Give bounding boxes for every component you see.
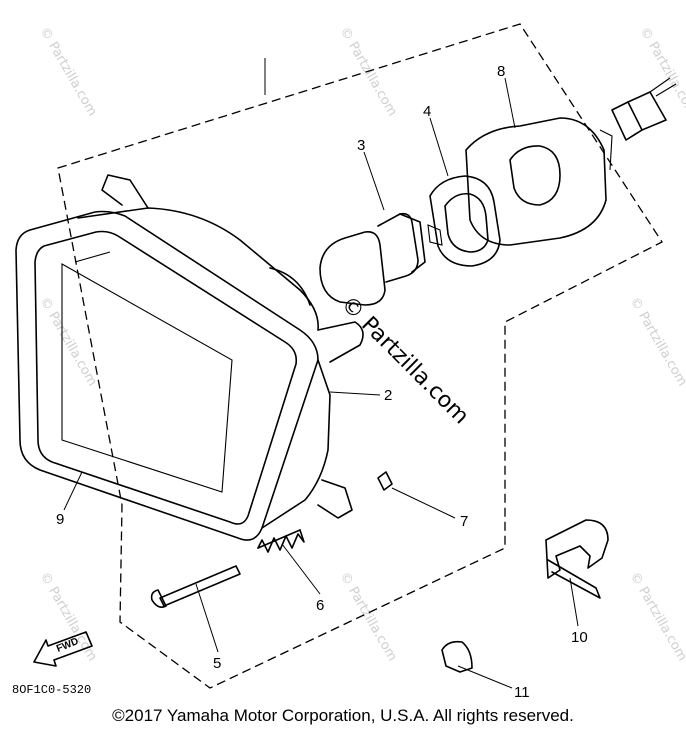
watermark: © Partzilla.com xyxy=(37,25,100,119)
callout-10: 10 xyxy=(571,629,588,646)
callout-11: 11 xyxy=(514,684,530,701)
bracket xyxy=(545,519,609,599)
headlight-unit xyxy=(77,174,364,529)
callout-6: 6 xyxy=(316,597,324,614)
watermark: © Partzilla.com xyxy=(337,570,400,664)
headlight-rim xyxy=(15,210,319,541)
watermark: © Partzilla.com xyxy=(637,25,686,119)
callout-4: 4 xyxy=(423,103,431,120)
callout-9: 9 xyxy=(56,511,64,528)
callout-3: 3 xyxy=(357,137,365,154)
dust-cover xyxy=(465,117,613,246)
bulb-socket xyxy=(427,175,501,267)
watermark: © Partzilla.com xyxy=(627,570,686,664)
callout-7: 7 xyxy=(460,513,468,530)
spring xyxy=(257,529,305,553)
watermark: © Partzilla.com xyxy=(627,295,686,389)
clip xyxy=(377,471,393,491)
callout-2: 2 xyxy=(384,387,392,404)
watermark: © Partzilla.com xyxy=(37,295,100,389)
wire-connector xyxy=(611,77,677,141)
center-watermark: © Partzilla.com xyxy=(336,292,474,430)
headlight-bulb xyxy=(319,212,426,306)
copyright-text: ©2017 Yamaha Motor Corporation, U.S.A. A… xyxy=(112,706,574,725)
leader-lines xyxy=(63,77,579,689)
adjusting-screw xyxy=(150,565,241,608)
callout-8: 8 xyxy=(497,63,505,80)
callouts: 3 4 8 2 7 9 5 6 10 11 xyxy=(56,63,588,701)
callout-5: 5 xyxy=(213,655,221,672)
diagram-code: 8OF1C0-5320 xyxy=(12,683,91,697)
nut xyxy=(441,640,473,673)
